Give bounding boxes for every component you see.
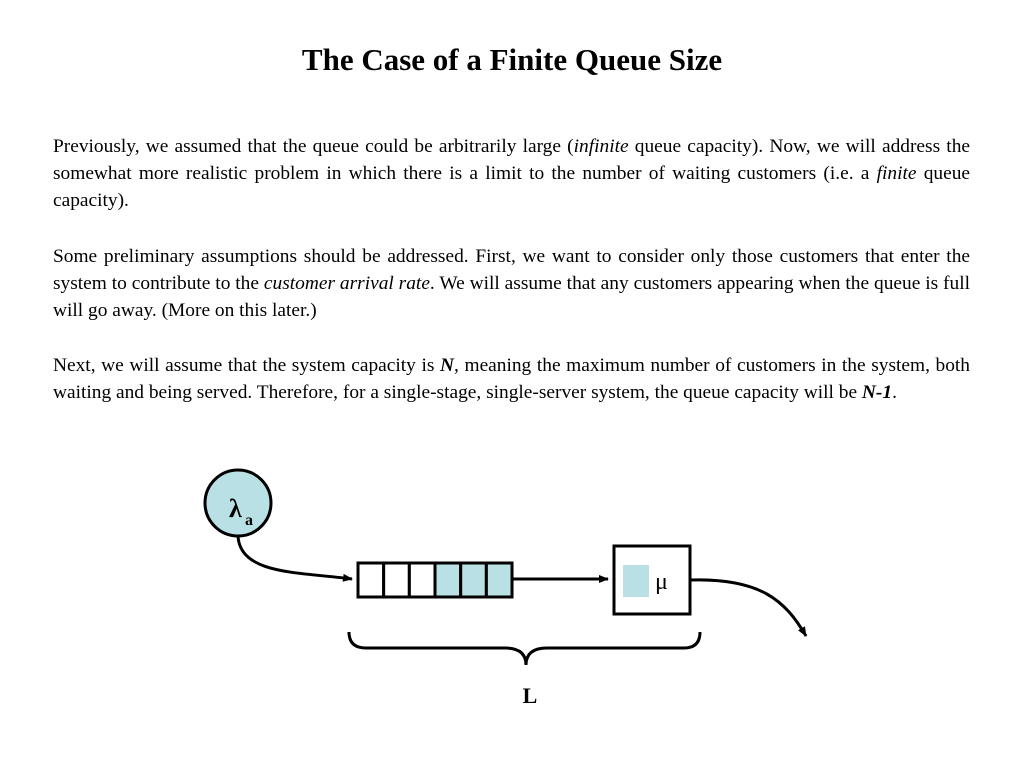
departure-arrow [689, 578, 808, 637]
slide-title: The Case of a Finite Queue Size [301, 42, 723, 77]
p1-text-c: queue capacity). [53, 163, 970, 212]
paragraph-assumptions: Some preliminary assumptions should be a… [53, 243, 970, 325]
p1-emphasis-infinite: infinite [573, 136, 629, 157]
service-rate-symbol: μ [655, 569, 668, 595]
queue-slot-empty [407, 561, 437, 599]
queue-slot-occupied [484, 561, 514, 599]
p1-emphasis-finite: finite [876, 163, 917, 185]
paragraph-system-capacity: Next, we will assume that the system cap… [53, 352, 970, 406]
queue-slot-occupied [459, 561, 488, 599]
arrival-rate-symbol: λ [229, 494, 242, 523]
p3-symbol-n: N [440, 355, 455, 376]
p3-text-c: . [892, 382, 897, 404]
p2-text-b: . We will assume that any customers appe… [53, 273, 970, 322]
arrival-arrow [236, 535, 353, 582]
customer-in-service [623, 565, 649, 597]
p3-text-a: Next, we will assume that the system cap… [53, 355, 441, 376]
system-brace [347, 631, 702, 666]
p2-text-a: Some preliminary assumptions should be a… [53, 246, 970, 295]
p3-text-b: , meaning the maximum number of customer… [53, 355, 970, 404]
queue-diagram: λ a μ L [203, 468, 808, 708]
p1-text-b: queue capacity). Now, we will address th… [53, 136, 970, 185]
queue-buffer [356, 561, 514, 599]
queue-slot-empty [382, 561, 411, 599]
queue-slot-occupied [433, 561, 463, 599]
paragraph-infinite-vs-finite: Previously, we assumed that the queue co… [53, 133, 970, 215]
p3-symbol-n-minus-1: N-1 [861, 382, 893, 404]
p2-emphasis-arrival-rate: customer arrival rate [263, 273, 430, 295]
arrival-rate-subscript: a [245, 512, 253, 529]
p1-text-a: Previously, we assumed that the queue co… [53, 136, 574, 157]
brace-label-l: L [523, 683, 538, 708]
queue-slot-empty [356, 561, 386, 599]
